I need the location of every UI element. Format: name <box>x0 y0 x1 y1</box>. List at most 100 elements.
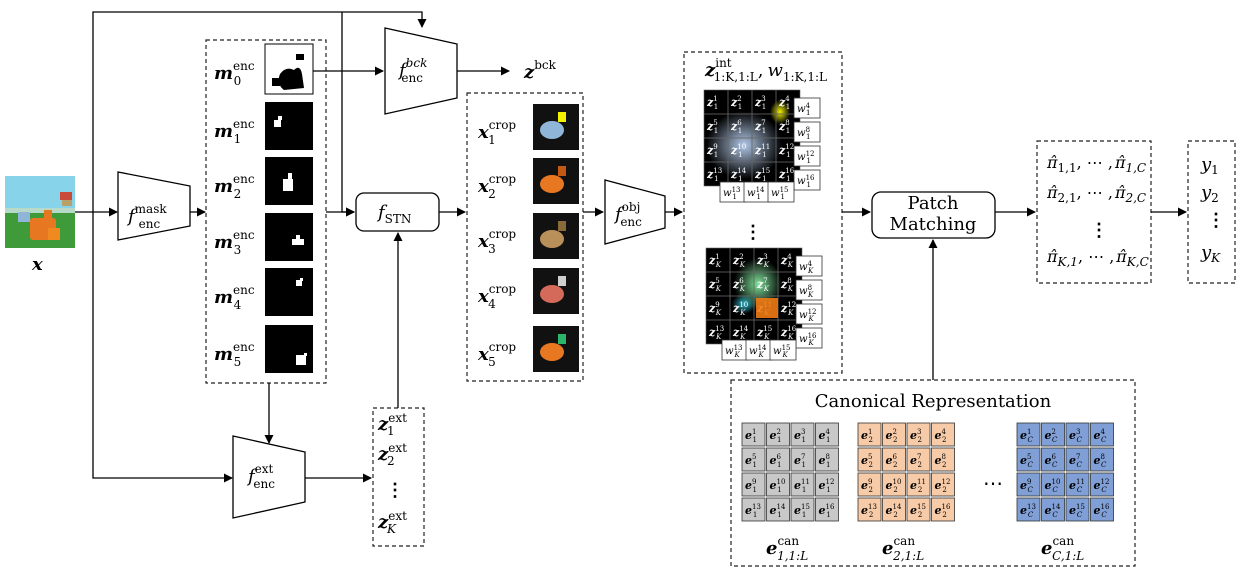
patch-matching-label-line2: Matching <box>890 214 977 235</box>
crop-thumbnail <box>533 213 579 259</box>
mask-thumbnail <box>265 102 313 150</box>
mask-encoder-block <box>117 171 191 241</box>
z-background-label: zbck <box>523 58 557 83</box>
mask-thumbnail <box>265 325 313 373</box>
pi-row: π̂1,1, ⋯ ,π̂1,C <box>1046 153 1146 175</box>
canonical-title: Canonical Representation <box>815 391 1052 412</box>
y-item: y2 <box>1200 182 1219 205</box>
masks-group-box <box>205 39 327 384</box>
y-item: yK <box>1200 242 1221 265</box>
pi-row: π̂2,1, ⋯ ,π̂2,C <box>1046 183 1146 205</box>
connectors <box>75 11 1187 483</box>
input-label: x <box>31 254 43 275</box>
crop-thumbnail <box>533 104 579 150</box>
background-encoder-block <box>384 27 458 115</box>
vertical-ellipsis: ⋮ <box>1090 220 1108 241</box>
mask-thumbnail <box>265 268 313 316</box>
pi-row: π̂K,1, ⋯ ,π̂K,C <box>1046 247 1149 269</box>
vertical-ellipsis: ⋮ <box>386 480 404 501</box>
crops-group-box <box>466 92 584 382</box>
canonical-representation-box <box>730 379 1136 567</box>
z-ext-group-box <box>372 407 425 547</box>
crop-thumbnail <box>533 158 579 204</box>
input-image <box>5 176 75 248</box>
y-item: y1 <box>1200 154 1219 177</box>
y-group-box <box>1187 140 1236 284</box>
mask-thumbnail <box>265 213 313 261</box>
pi-list: π̂1,1, ⋯ ,π̂1,C π̂2,1, ⋯ ,π̂2,C ⋮ π̂K,1,… <box>1046 153 1149 269</box>
